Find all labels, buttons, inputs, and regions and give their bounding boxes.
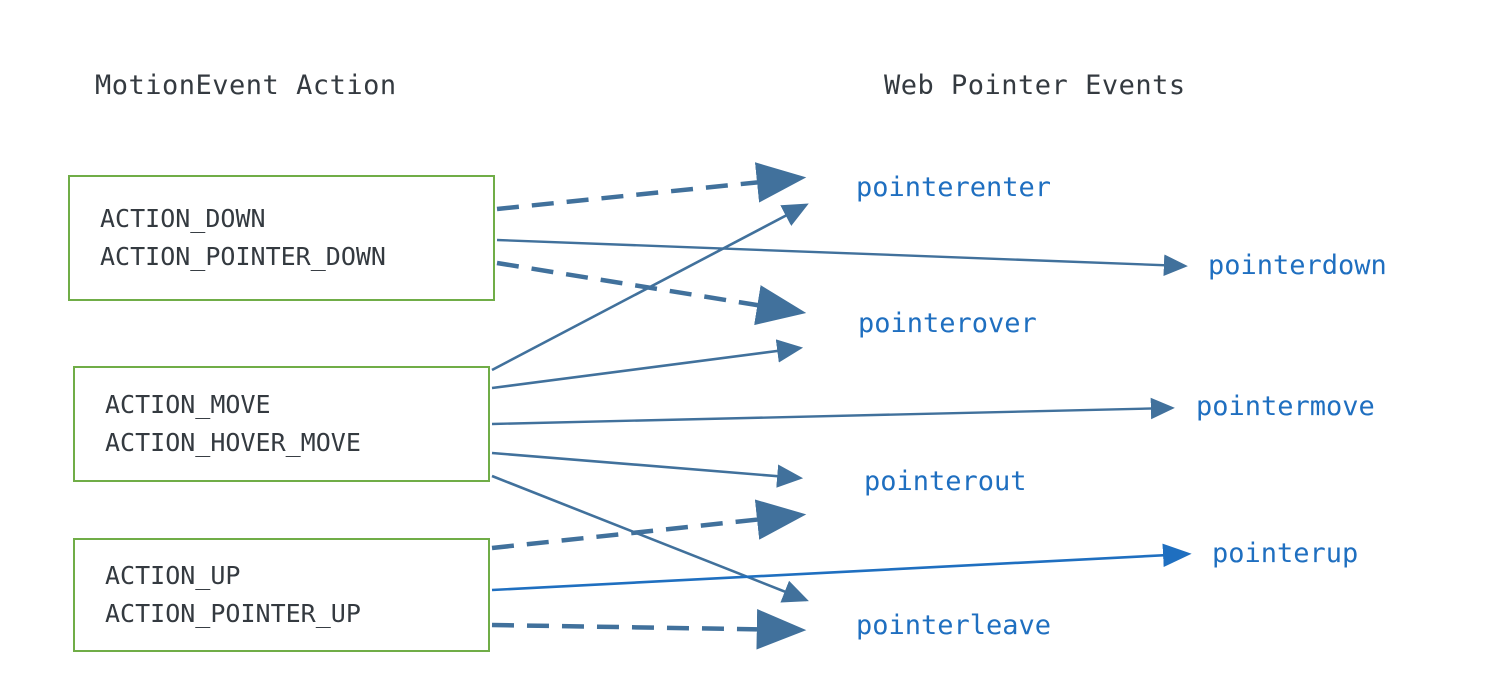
event-label-pointerleave: pointerleave xyxy=(856,610,1052,641)
action-box-move-line-2: ACTION_HOVER_MOVE xyxy=(105,428,361,457)
edge-down-to-pointerdown xyxy=(496,238,1188,276)
event-label-pointerenter: pointerenter xyxy=(856,172,1052,203)
action-box-down[interactable]: ACTION_DOWN ACTION_POINTER_DOWN xyxy=(68,175,495,301)
event-label-pointerover: pointerover xyxy=(858,308,1037,339)
action-box-up-line-1: ACTION_UP xyxy=(105,561,241,590)
edge-down-to-pointerenter xyxy=(496,162,807,212)
edge-move-to-pointerout xyxy=(491,451,804,488)
action-box-move-line-1: ACTION_MOVE xyxy=(105,390,271,419)
event-label-pointerout: pointerout xyxy=(864,466,1027,497)
edge-up-to-pointerout xyxy=(491,499,807,551)
event-label-pointermove: pointermove xyxy=(1196,391,1375,422)
edge-move-to-pointerleave xyxy=(491,474,809,603)
column-title-web-pointer-events: Web Pointer Events xyxy=(884,70,1186,101)
edge-up-to-pointerleave xyxy=(491,609,807,650)
action-box-down-line-2: ACTION_POINTER_DOWN xyxy=(100,242,386,271)
column-title-motionevent: MotionEvent Action xyxy=(95,70,397,101)
edge-move-to-pointerover xyxy=(491,339,804,390)
action-box-down-line-1: ACTION_DOWN xyxy=(100,204,266,233)
edge-move-to-pointermove xyxy=(491,397,1175,426)
action-box-move[interactable]: ACTION_MOVE ACTION_HOVER_MOVE xyxy=(73,366,490,482)
action-box-up[interactable]: ACTION_UP ACTION_POINTER_UP xyxy=(73,538,490,652)
edge-up-to-pointerup xyxy=(491,543,1192,592)
action-box-up-line-2: ACTION_POINTER_UP xyxy=(105,599,361,628)
event-label-pointerup: pointerup xyxy=(1212,538,1359,569)
edge-move-to-pointerenter xyxy=(491,203,809,372)
event-label-pointerdown: pointerdown xyxy=(1208,250,1387,281)
